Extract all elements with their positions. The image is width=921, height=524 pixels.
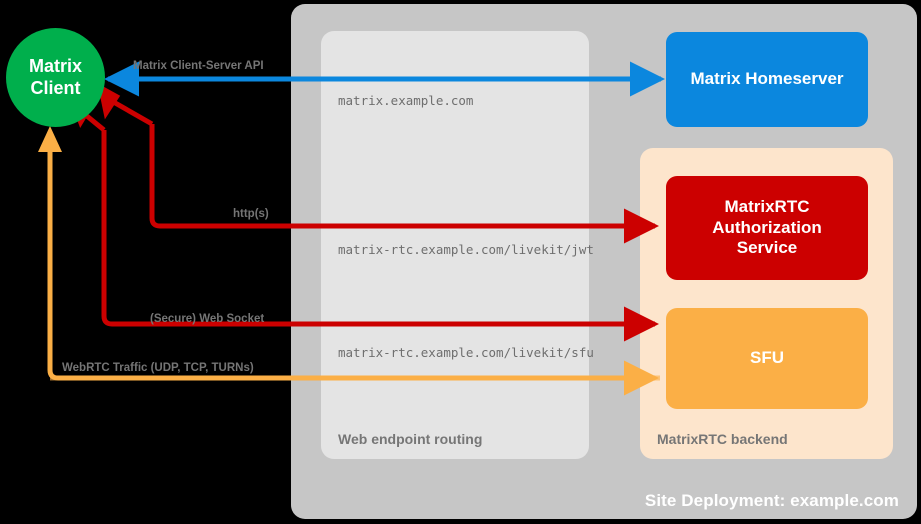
matrix-client-line1: Matrix <box>28 56 82 77</box>
connector-label-secure-websocket: (Secure) Web Socket <box>150 313 265 325</box>
auth-service-line3: Service <box>736 238 798 258</box>
auth-service-line2: Authorization <box>712 217 822 237</box>
node-matrix-client: Matrix Client <box>6 28 105 127</box>
matrix-homeserver-label: Matrix Homeserver <box>690 69 844 89</box>
connector-label-https: http(s) <box>233 208 269 220</box>
matrixrtc-backend-label: MatrixRTC backend <box>657 431 788 447</box>
connector-label-webrtc-traffic: WebRTC Traffic (UDP, TCP, TURNs) <box>62 362 254 374</box>
node-sfu: SFU <box>666 308 868 409</box>
node-matrixrtc-authorization-service: MatrixRTC Authorization Service <box>666 176 868 280</box>
sfu-label: SFU <box>750 348 784 368</box>
node-matrix-homeserver: Matrix Homeserver <box>666 32 868 127</box>
endpoint-livekit-sfu: matrix-rtc.example.com/livekit/sfu <box>338 345 594 360</box>
web-endpoint-routing-label: Web endpoint routing <box>338 431 483 447</box>
matrix-client-line2: Client <box>30 77 81 98</box>
endpoint-livekit-jwt: matrix-rtc.example.com/livekit/jwt <box>338 242 594 257</box>
connector-label-client-server-api: Matrix Client-Server API <box>133 60 264 72</box>
web-endpoint-routing-panel: matrix.example.com matrix-rtc.example.co… <box>321 31 594 459</box>
site-deployment-label: Site Deployment: example.com <box>644 491 899 510</box>
auth-service-line1: MatrixRTC <box>724 196 810 216</box>
endpoint-matrix-example-com: matrix.example.com <box>338 93 474 108</box>
